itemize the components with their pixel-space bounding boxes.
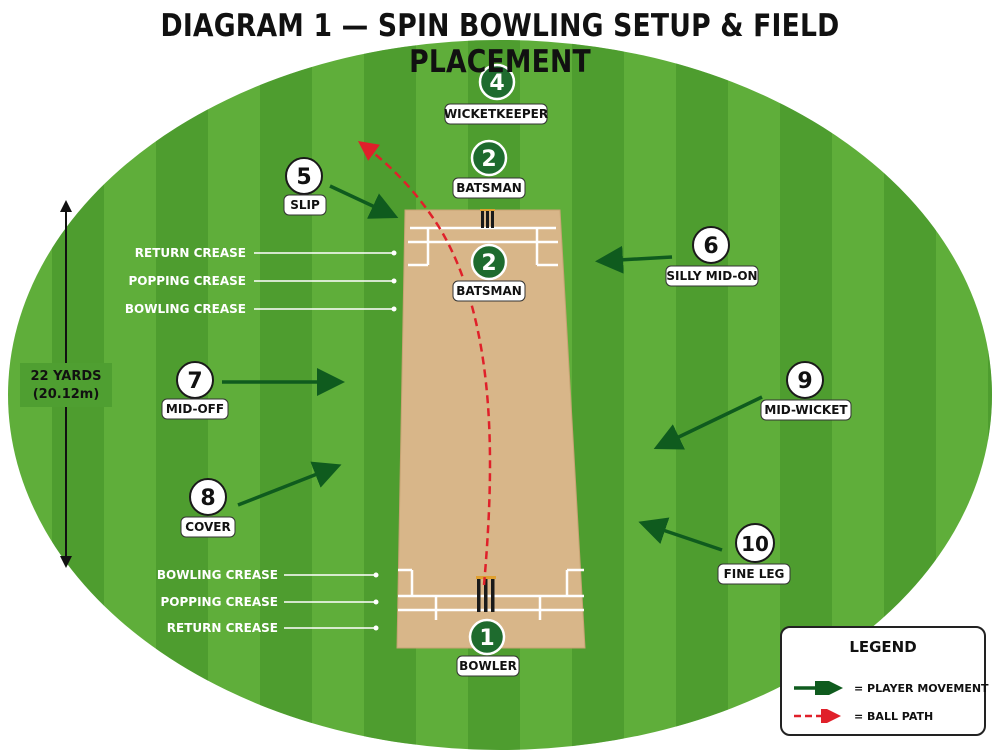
player-label: SILLY MID-ON	[666, 269, 757, 283]
player-cover: 8 COVER	[180, 478, 236, 538]
player-number: 2	[481, 147, 496, 172]
player-marker-circle	[735, 523, 775, 563]
player-marker-circle	[176, 361, 214, 399]
player-marker-circle	[285, 157, 323, 195]
player-number: 1	[479, 626, 494, 651]
player-number: 6	[703, 234, 718, 259]
cover-movement-arrow	[237, 461, 342, 507]
legend-player-movement-label: = PLAYER MOVEMENT	[854, 681, 989, 695]
player-wicketkeeper: 4 WICKETKEEPER	[444, 63, 548, 125]
player-marker-circle	[692, 226, 730, 264]
legend-ball-path-label: = BALL PATH	[854, 709, 934, 723]
player-batsman-far: 2 BATSMAN	[452, 139, 526, 199]
bottom-crease-callouts: BOWLING CREASE POPPING CREASE RETURN CRE…	[157, 568, 379, 635]
player-label: BATSMAN	[456, 181, 522, 195]
green-arrow-icon	[794, 681, 843, 695]
player-label: SLIP	[290, 198, 320, 212]
bottom-crease-label-return: RETURN CREASE	[167, 621, 278, 635]
player-bowler: 1 BOWLER	[456, 618, 520, 677]
measurement-yards: 22 YARDS	[30, 369, 101, 384]
legend-title: LEGEND	[849, 638, 917, 656]
measurement-metres: (20.12m)	[33, 387, 100, 402]
player-label: BOWLER	[459, 659, 517, 673]
player-marker-circle	[470, 139, 508, 177]
player-number: 2	[481, 251, 496, 276]
bottom-crease-label-popping: POPPING CREASE	[161, 595, 279, 609]
player-label: WICKETKEEPER	[444, 107, 548, 121]
player-label: FINE LEG	[724, 567, 785, 581]
top-crease-label-return: RETURN CREASE	[135, 246, 246, 260]
top-crease-label-popping: POPPING CREASE	[129, 274, 247, 288]
player-number: 9	[797, 369, 812, 394]
grass-stripe	[676, 40, 728, 750]
player-label: MID-OFF	[166, 402, 224, 416]
fine-leg-movement-arrow	[638, 517, 723, 552]
player-label: COVER	[185, 520, 230, 534]
slip-movement-arrow	[329, 184, 399, 219]
player-mid-off: 7 MID-OFF	[161, 361, 229, 420]
player-movement-arrows	[222, 184, 763, 552]
player-label: MID-WICKET	[764, 403, 848, 417]
red-dashed-arrow-icon	[794, 709, 841, 723]
player-batsman-near: 2 BATSMAN	[452, 243, 526, 302]
player-number: 4	[489, 71, 504, 96]
grass-stripe	[260, 40, 312, 750]
pitch-length-measurement: 22 YARDS (20.12m)	[20, 200, 112, 568]
grass-stripe	[988, 40, 992, 750]
player-label: BATSMAN	[456, 284, 522, 298]
player-number: 8	[200, 486, 215, 511]
mid-wicket-movement-arrow	[653, 395, 763, 450]
player-number: 7	[187, 369, 202, 394]
player-slip: 5 SLIP	[283, 157, 327, 216]
player-marker-circle	[478, 63, 516, 101]
legend-row-player-movement: = PLAYER MOVEMENT	[792, 678, 989, 698]
bottom-stumps	[476, 576, 496, 612]
player-number: 5	[296, 165, 311, 190]
player-marker-circle	[468, 618, 506, 656]
silly-mid-on-movement-arrow	[595, 245, 673, 274]
page-title: DIAGRAM 1 — SPIN BOWLING SETUP & FIELD P…	[160, 8, 840, 80]
player-mid-wicket: 9 MID-WICKET	[760, 361, 852, 421]
top-crease-label-bowling: BOWLING CREASE	[125, 302, 246, 316]
player-fine-leg: 10 FINE LEG	[717, 523, 791, 585]
legend-box: LEGEND = PLAYER MOVEMENT = BALL PATH	[780, 626, 989, 736]
bottom-crease-label-bowling: BOWLING CREASE	[157, 568, 278, 582]
player-marker-circle	[470, 243, 508, 281]
legend-row-ball-path: = BALL PATH	[792, 706, 933, 726]
top-stumps	[480, 209, 495, 228]
player-number: 10	[741, 532, 769, 556]
top-crease-callouts: RETURN CREASE POPPING CREASE BOWLING CRE…	[125, 246, 397, 316]
pitch-strip	[396, 209, 586, 649]
player-marker-circle	[786, 361, 824, 399]
player-marker-circle	[189, 478, 227, 516]
player-silly-mid-on: 6 SILLY MID-ON	[665, 226, 759, 287]
